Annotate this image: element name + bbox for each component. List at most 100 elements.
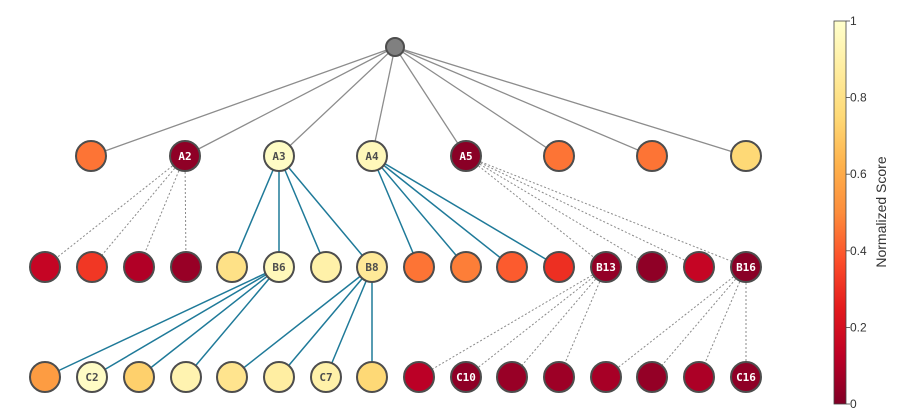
- colorbar-tick-label: 0.2: [850, 320, 867, 334]
- node-circle: [356, 140, 388, 172]
- node-circle: [356, 361, 388, 393]
- node-circle: [636, 251, 668, 283]
- colorbar-tick-label: 0: [850, 397, 857, 411]
- node-A5: A5: [450, 140, 482, 172]
- node-C8: [356, 361, 388, 393]
- node-B12: [543, 251, 575, 283]
- node-A2: A2: [169, 140, 201, 172]
- node-C13: [590, 361, 622, 393]
- node-A4: A4: [356, 140, 388, 172]
- edges-layer: [44, 46, 747, 378]
- node-circle: [450, 140, 482, 172]
- edge-B6-C2: [91, 266, 280, 378]
- node-label: B8: [365, 261, 378, 274]
- node-B1: [29, 251, 61, 283]
- node-circle: [356, 251, 388, 283]
- node-A1: [75, 140, 107, 172]
- edge-A5-B15: [465, 155, 700, 268]
- edge-A2-B2: [91, 155, 186, 268]
- node-circle: [590, 361, 622, 393]
- edge-B6-C1: [44, 266, 280, 378]
- edge-root-A6: [394, 46, 560, 157]
- edge-A3-B7: [278, 155, 327, 268]
- node-circle: [170, 251, 202, 283]
- edge-A4-B10: [371, 155, 467, 268]
- node-C4: [170, 361, 202, 393]
- node-label: C2: [85, 371, 98, 384]
- colorbar-ticks: 00.20.40.60.81: [846, 14, 867, 411]
- node-circle: [310, 361, 342, 393]
- node-label: A2: [178, 150, 191, 163]
- node-B6: B6: [263, 251, 295, 283]
- node-B14: [636, 251, 668, 283]
- node-B8: B8: [356, 251, 388, 283]
- node-circle: [730, 361, 762, 393]
- node-circle: [263, 251, 295, 283]
- edge-B16-C13: [605, 266, 747, 378]
- edge-B13-C9: [418, 266, 607, 378]
- node-label: B6: [272, 261, 286, 274]
- edge-B13-C11: [511, 266, 607, 378]
- node-label: A5: [459, 150, 472, 163]
- node-B5: [216, 251, 248, 283]
- node-circle: [310, 251, 342, 283]
- colorbar-gradient: [833, 20, 847, 405]
- node-B4: [170, 251, 202, 283]
- colorbar: 00.20.40.60.81 Normalized Score: [833, 14, 889, 411]
- node-circle: [216, 361, 248, 393]
- edge-root-A3: [278, 46, 396, 157]
- node-C9: [403, 361, 435, 393]
- node-C7: C7: [310, 361, 342, 393]
- node-circle: [636, 140, 668, 172]
- node-circle: [123, 361, 155, 393]
- root-node: [385, 37, 405, 57]
- node-B3: [123, 251, 155, 283]
- node-circle: [29, 361, 61, 393]
- node-B15: [683, 251, 715, 283]
- edge-B16-C15: [698, 266, 747, 378]
- edge-root-A2: [184, 46, 396, 157]
- edge-A5-B16: [465, 155, 747, 268]
- node-circle: [683, 251, 715, 283]
- node-circle: [590, 251, 622, 283]
- node-circle: [263, 140, 295, 172]
- node-C12: [543, 361, 575, 393]
- node-label: B16: [736, 261, 756, 274]
- node-circle: [403, 361, 435, 393]
- node-circle: [76, 361, 108, 393]
- node-circle: [496, 361, 528, 393]
- node-circle: [403, 251, 435, 283]
- node-label: A4: [365, 150, 379, 163]
- node-circle: [730, 251, 762, 283]
- node-A6: [543, 140, 575, 172]
- node-C10: C10: [450, 361, 482, 393]
- node-B16: B16: [730, 251, 762, 283]
- node-label: C10: [456, 371, 476, 384]
- node-circle: [123, 251, 155, 283]
- node-C11: [496, 361, 528, 393]
- edge-A4-B11: [371, 155, 513, 268]
- edge-B8-C7: [325, 266, 373, 378]
- node-circle: [169, 140, 201, 172]
- node-B13: B13: [590, 251, 622, 283]
- edge-root-A8: [394, 46, 747, 157]
- edge-root-A4: [371, 46, 396, 157]
- node-C3: [123, 361, 155, 393]
- edge-A2-B1: [44, 155, 186, 268]
- node-B11: [496, 251, 528, 283]
- node-C1: [29, 361, 61, 393]
- edge-A2-B4: [184, 155, 187, 268]
- colorbar-tick-label: 0.4: [850, 244, 867, 258]
- edge-A3-B8: [278, 155, 373, 268]
- node-circle: [730, 140, 762, 172]
- edge-B16-C14: [651, 266, 747, 378]
- node-A7: [636, 140, 668, 172]
- node-circle: [636, 361, 668, 393]
- node-circle: [496, 251, 528, 283]
- edge-A4-B12: [371, 155, 560, 268]
- node-circle: [76, 251, 108, 283]
- edge-A3-B5: [231, 155, 280, 268]
- node-circle: [543, 361, 575, 393]
